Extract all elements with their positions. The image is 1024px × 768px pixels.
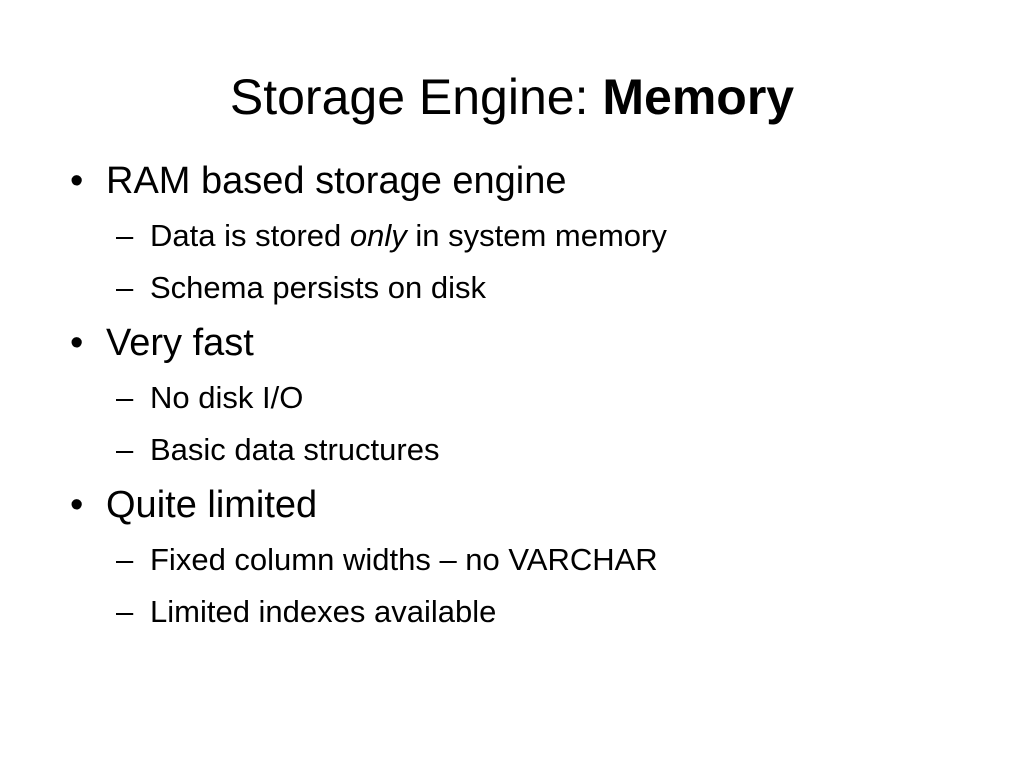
bullet-item: • Quite limited bbox=[70, 476, 970, 534]
sub-text: Basic data structures bbox=[150, 432, 440, 467]
sub-item: – Basic data structures bbox=[70, 424, 970, 476]
sub-list: – Data is stored only in system memory –… bbox=[70, 210, 970, 314]
sub-text: No disk I/O bbox=[150, 380, 304, 415]
dash-icon: – bbox=[116, 218, 134, 253]
bullet-dot-icon: • bbox=[70, 484, 84, 526]
dash-icon: – bbox=[116, 270, 134, 305]
bullet-item: • Very fast bbox=[70, 314, 970, 372]
sub-item: – Schema persists on disk bbox=[70, 262, 970, 314]
dash-icon: – bbox=[116, 542, 134, 577]
sub-text-emphasis: only bbox=[349, 218, 407, 253]
dash-icon: – bbox=[116, 380, 134, 415]
sub-text: Fixed column widths – no VARCHAR bbox=[150, 542, 658, 577]
sub-list: – No disk I/O – Basic data structures bbox=[70, 372, 970, 476]
sub-text: Limited indexes available bbox=[150, 594, 497, 629]
bullet-text: Very fast bbox=[106, 322, 254, 364]
slide-title-emphasis: Memory bbox=[602, 69, 795, 125]
slide-body: • RAM based storage engine – Data is sto… bbox=[70, 152, 970, 638]
bullet-dot-icon: • bbox=[70, 160, 84, 202]
dash-icon: – bbox=[116, 594, 134, 629]
sub-item: – No disk I/O bbox=[70, 372, 970, 424]
bullet-item: • RAM based storage engine bbox=[70, 152, 970, 210]
bullet-text: Quite limited bbox=[106, 484, 318, 526]
sub-item: – Fixed column widths – no VARCHAR bbox=[70, 534, 970, 586]
sub-list: – Fixed column widths – no VARCHAR – Lim… bbox=[70, 534, 970, 638]
sub-item: – Limited indexes available bbox=[70, 586, 970, 638]
slide-title: Storage Engine: Memory bbox=[0, 62, 1024, 132]
sub-text-after: in system memory bbox=[406, 218, 667, 253]
dash-icon: – bbox=[116, 432, 134, 467]
bullet-text: RAM based storage engine bbox=[106, 160, 567, 202]
sub-text-before: Data is stored bbox=[150, 218, 350, 253]
bullet-dot-icon: • bbox=[70, 322, 84, 364]
sub-item: – Data is stored only in system memory bbox=[70, 210, 970, 262]
slide-title-prefix: Storage Engine: bbox=[229, 69, 603, 125]
sub-text: Schema persists on disk bbox=[150, 270, 486, 305]
